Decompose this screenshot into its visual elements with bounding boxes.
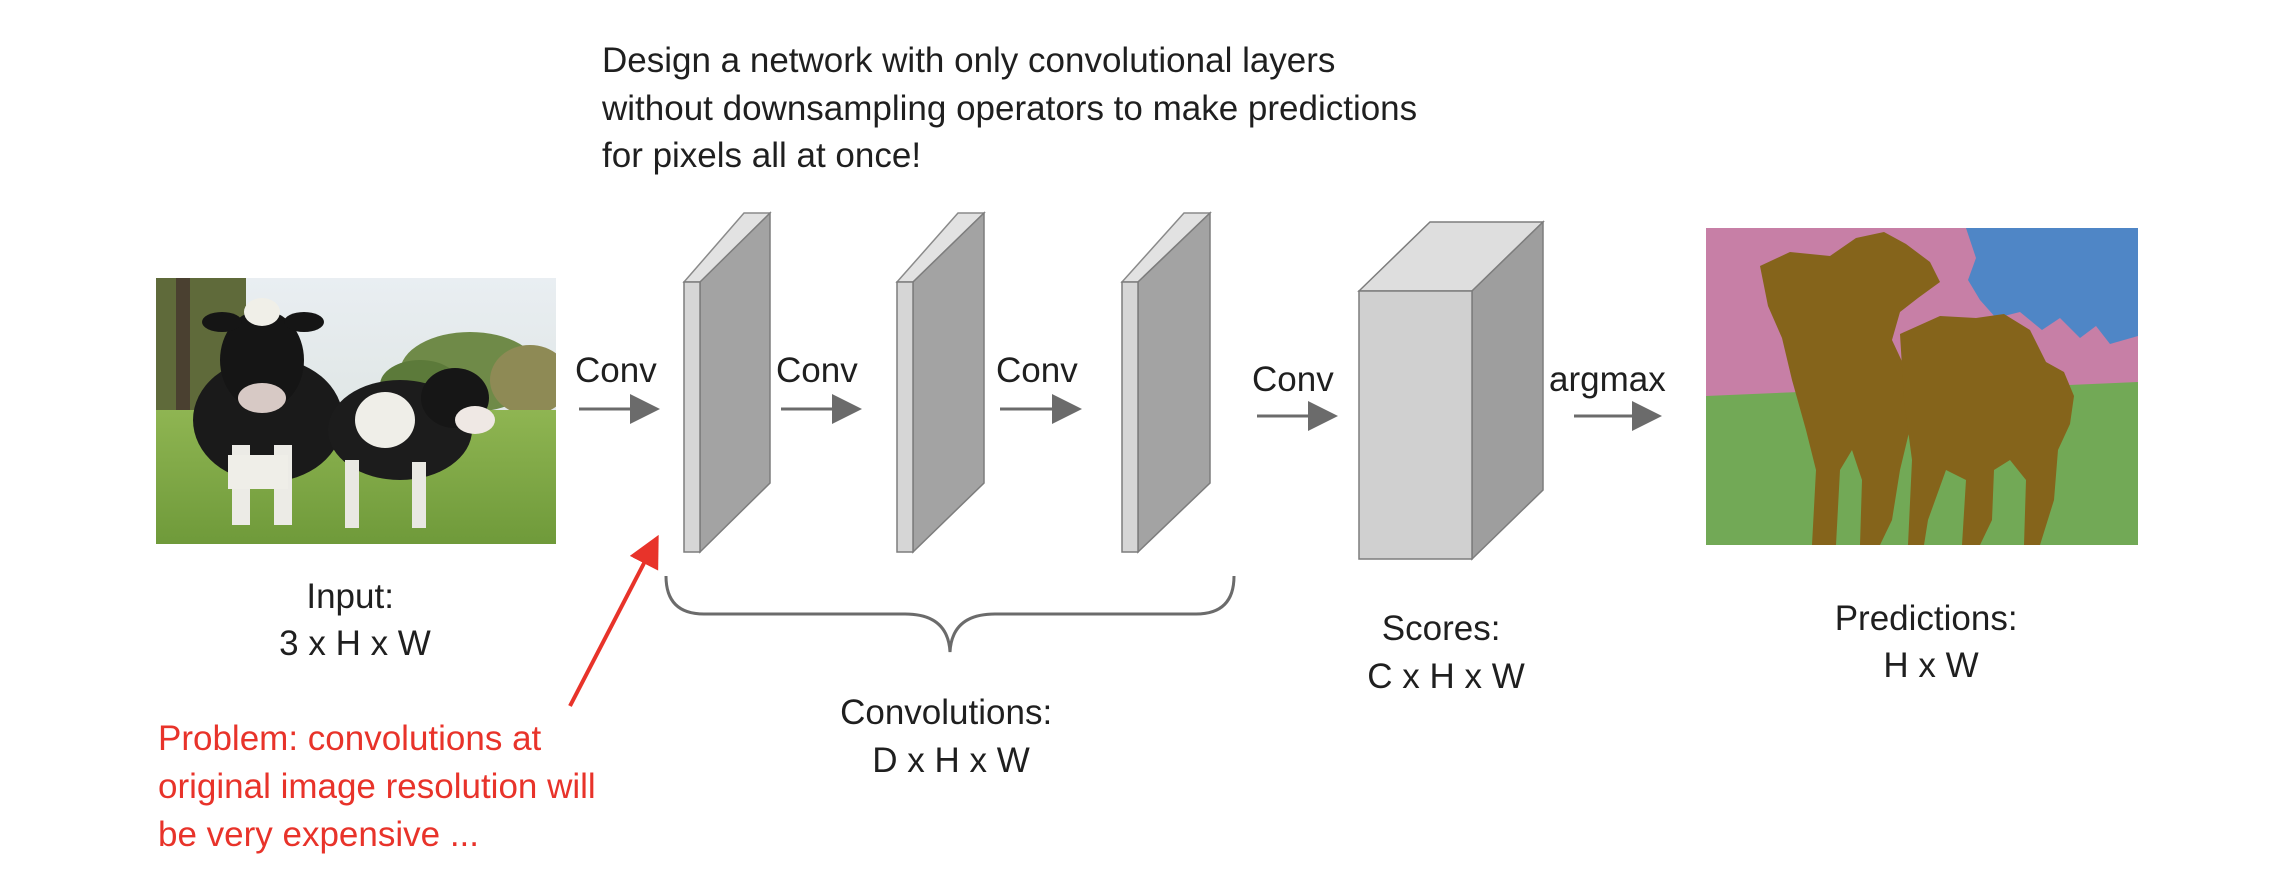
conv-arrow-label-2: Conv: [776, 351, 858, 390]
problem-line-2: original image resolution will: [158, 767, 596, 806]
heading-line-2: without downsampling operators to make p…: [601, 89, 1417, 128]
scores-shape: C x H x W: [1367, 657, 1524, 696]
input-label: Input:: [306, 577, 394, 616]
scores-block: [1357, 220, 1545, 561]
conv-arrow-label-3: Conv: [996, 351, 1078, 390]
convolutions-caption: Convolutions: D x H x W: [840, 693, 1062, 780]
convolutions-label: Convolutions:: [840, 693, 1052, 732]
feature-slab-1: [682, 211, 772, 554]
convolutions-shape: D x H x W: [872, 741, 1029, 780]
curly-brace-icon: [664, 575, 1236, 653]
problem-note: Problem: convolutions at original image …: [158, 719, 605, 854]
feature-slab-3: [1120, 211, 1212, 554]
conv-arrow-label-1: Conv: [575, 351, 657, 390]
problem-line-1: Problem: convolutions at: [158, 719, 542, 758]
red-pointer-arrow-icon: [568, 534, 659, 707]
predictions-caption: Predictions: H x W: [1835, 599, 2028, 685]
segmentation-map-icon: [1706, 228, 2138, 545]
feature-slab-2: [895, 211, 986, 554]
predictions-label: Predictions:: [1835, 599, 2018, 638]
scores-caption: Scores: C x H x W: [1367, 609, 1524, 696]
input-caption: Input: 3 x H x W: [279, 577, 431, 663]
problem-line-3: be very expensive ...: [158, 815, 479, 854]
cow-photo-icon: [156, 278, 556, 544]
predictions-shape: H x W: [1883, 646, 1978, 685]
input-shape: 3 x H x W: [279, 624, 431, 663]
heading: Design a network with only convolutional…: [601, 41, 1427, 175]
scores-label: Scores:: [1382, 609, 1501, 648]
heading-line-3: for pixels all at once!: [602, 136, 921, 175]
conv-arrow-label-4: Conv: [1252, 360, 1334, 399]
argmax-arrow-label: argmax: [1549, 360, 1666, 399]
heading-line-1: Design a network with only convolutional…: [602, 41, 1335, 80]
